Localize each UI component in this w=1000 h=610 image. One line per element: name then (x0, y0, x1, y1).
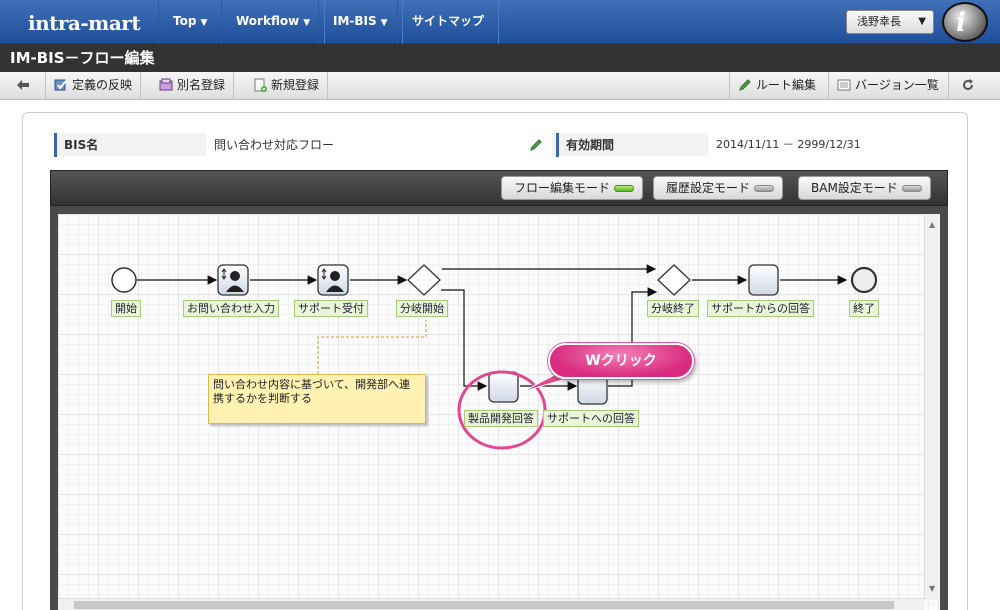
nav-im-bis[interactable]: IM-BIS▼ (318, 0, 403, 44)
caret-down-icon: ▼ (303, 18, 311, 28)
back-button[interactable] (0, 72, 46, 100)
mode-indicator-off (901, 185, 922, 192)
alias-icon (159, 78, 173, 91)
branch-start-gateway[interactable] (407, 264, 441, 296)
double-click-callout: Wクリック (548, 343, 694, 379)
scroll-up-icon[interactable]: ▲ (929, 220, 936, 229)
period-value: 2014/11/11 － 2999/12/31 (708, 133, 946, 157)
support-from-answer-task-node[interactable] (748, 264, 779, 296)
triangle-down-icon: ▼ (918, 16, 926, 27)
nav-workflow[interactable]: Workflow▼ (221, 0, 326, 44)
label-end[interactable]: 終了 (849, 300, 879, 317)
horizontal-scrollbar[interactable] (58, 598, 924, 610)
label-product-answer[interactable]: 製品開発回答 (464, 410, 538, 427)
refresh-button[interactable] (948, 72, 1000, 100)
alias-register-button[interactable]: 別名登録 (151, 72, 235, 100)
support-accept-task-node[interactable] (317, 264, 349, 296)
refresh-icon (963, 79, 973, 90)
route-edit-button[interactable]: ルート編集 (729, 72, 824, 100)
pencil-icon[interactable] (529, 138, 543, 152)
label-start[interactable]: 開始 (111, 300, 141, 317)
flow-edit-mode-button[interactable]: フロー編集モード (501, 176, 644, 200)
start-node[interactable] (111, 267, 137, 293)
caret-down-icon: ▼ (380, 18, 388, 28)
editor-header: フロー編集モード 履歴設定モード BAM設定モード (50, 170, 948, 206)
inquiry-task-node[interactable] (217, 264, 249, 296)
top-nav: intra-mart Top▼ Workflow▼ IM-BIS▼ サイトマップ… (0, 0, 1000, 44)
annotation-note[interactable]: 問い合わせ内容に基づいて、開発部へ連携するかを判断する (208, 374, 426, 424)
apply-definition-button[interactable]: 定義の反映 (46, 72, 142, 100)
new-document-icon (254, 78, 267, 92)
list-icon (837, 79, 851, 91)
caret-down-icon: ▼ (200, 18, 208, 28)
bis-info-bar: BIS名 問い合わせ対応フロー 有効期間 2014/11/11 － 2999/1… (54, 133, 946, 157)
vertical-scrollbar[interactable]: ▲ ▼ (924, 214, 940, 600)
branch-end-gateway[interactable] (657, 264, 691, 296)
mode-indicator-off (754, 185, 775, 192)
toolbar: 定義の反映 別名登録 新規登録 ルート編集 バージョン一覧 (0, 72, 1000, 100)
mode-indicator-on (614, 185, 635, 192)
label-branch-end[interactable]: 分岐終了 (647, 300, 699, 317)
label-branch-start[interactable]: 分岐開始 (396, 300, 448, 317)
nav-sitemap[interactable]: サイトマップ (397, 0, 500, 44)
apply-icon (54, 79, 67, 91)
label-inquiry[interactable]: お問い合わせ入力 (183, 300, 279, 317)
bis-name-label: BIS名 (54, 133, 204, 157)
label-support-accept[interactable]: サポート受付 (294, 300, 368, 317)
version-list-button[interactable]: バージョン一覧 (828, 72, 947, 100)
scroll-down-icon[interactable]: ▼ (929, 584, 936, 593)
intra-mart-logo[interactable]: intra-mart (28, 11, 141, 35)
edge-support-branchend[interactable] (608, 287, 658, 387)
label-support-answer-to[interactable]: サポートへの回答 (543, 410, 639, 427)
product-answer-task-node[interactable] (488, 371, 519, 403)
page-title: IM-BIS－フロー編集 (0, 44, 1000, 72)
arrow-left-icon (17, 80, 29, 90)
pencil-icon (739, 79, 751, 91)
label-support-answer-from[interactable]: サポートからの回答 (707, 300, 814, 317)
user-menu[interactable]: 浅野幸長▼ (846, 10, 934, 34)
end-node[interactable] (850, 266, 878, 294)
note-connector (317, 320, 427, 374)
bam-mode-button[interactable]: BAM設定モード (798, 176, 931, 200)
period-label: 有効期間 (556, 133, 706, 157)
scroll-thumb[interactable] (74, 601, 894, 609)
flow-edges (137, 264, 848, 391)
history-mode-button[interactable]: 履歴設定モード (653, 176, 784, 200)
info-icon[interactable]: i (942, 2, 988, 42)
bis-name-value: 問い合わせ対応フロー (206, 133, 552, 157)
new-register-button[interactable]: 新規登録 (245, 72, 329, 100)
edge-branch-product[interactable] (441, 289, 488, 391)
